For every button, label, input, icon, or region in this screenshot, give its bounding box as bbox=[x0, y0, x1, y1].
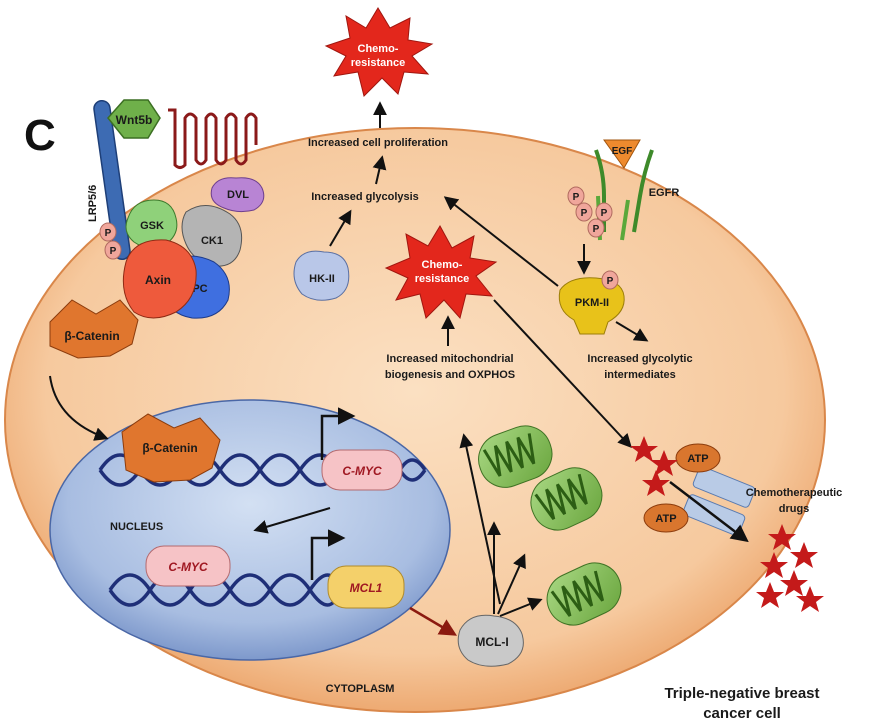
nucleus-label: NUCLEUS bbox=[110, 521, 163, 533]
lrp-receptor: LRP5/6 bbox=[87, 99, 131, 261]
arrow-mcl1-translation bbox=[409, 606, 458, 636]
arrow-pkm2-to-intermediates bbox=[615, 321, 649, 342]
p-egfr-3: P bbox=[595, 202, 613, 222]
svg-text:P: P bbox=[573, 192, 580, 203]
p-lrp-2: P bbox=[104, 240, 122, 260]
arrow-glycolysis-to-prolif bbox=[372, 155, 387, 185]
mitochondrion-2 bbox=[530, 467, 603, 531]
arrow-bcat-translocation bbox=[49, 375, 109, 441]
svg-text:P: P bbox=[110, 246, 117, 257]
svg-text:β-Catenin: β-Catenin bbox=[64, 329, 119, 343]
svg-text:P: P bbox=[593, 224, 600, 235]
svg-text:HK-II: HK-II bbox=[309, 273, 335, 285]
svg-text:ATP: ATP bbox=[687, 453, 708, 465]
atp-2: ATP bbox=[643, 503, 689, 533]
svg-text:C-MYC: C-MYC bbox=[168, 560, 208, 574]
glycolytic-intermediates-line1: Increased glycolytic bbox=[587, 353, 692, 365]
svg-text:resistance: resistance bbox=[351, 57, 405, 69]
arrow-hk2-to-glycolysis bbox=[329, 209, 352, 247]
cytoplasm-label: CYTOPLASM bbox=[326, 683, 395, 695]
wnt5b-ligand: Wnt5b bbox=[107, 99, 161, 139]
axin-protein: Axin bbox=[122, 239, 197, 319]
svg-text:MCL1: MCL1 bbox=[350, 581, 383, 595]
svg-text:Axin: Axin bbox=[145, 273, 171, 287]
diagram-title-line1: Triple-negative breast bbox=[664, 685, 819, 702]
svg-text:P: P bbox=[105, 228, 112, 239]
drug-stars-outside bbox=[756, 524, 824, 612]
svg-text:DVL: DVL bbox=[227, 189, 249, 201]
svg-text:P: P bbox=[581, 208, 588, 219]
lrp-label: LRP5/6 bbox=[87, 185, 99, 222]
beta-catenin-nucleus: β-Catenin bbox=[121, 413, 221, 483]
drug-stars-inside bbox=[630, 436, 678, 496]
svg-text:MCL-I: MCL-I bbox=[475, 635, 508, 649]
svg-text:ATP: ATP bbox=[655, 513, 676, 525]
glycolysis-label: Increased glycolysis bbox=[311, 191, 419, 203]
chemo-drugs-line1: Chemotherapeutic bbox=[746, 487, 843, 499]
p-egfr-2: P bbox=[575, 202, 593, 222]
mito-biogenesis-line1: Increased mitochondrial bbox=[386, 353, 513, 365]
arrow-drug-efflux bbox=[669, 481, 749, 543]
svg-text:PKM-II: PKM-II bbox=[575, 297, 609, 309]
beta-catenin-cytoplasm: β-Catenin bbox=[49, 299, 139, 359]
mcl1-protein: MCL-I bbox=[457, 614, 524, 667]
arrow-pkm2-to-glycolysis bbox=[443, 196, 559, 287]
arrow-chemo-to-efflux bbox=[493, 299, 632, 449]
svg-text:P: P bbox=[607, 276, 614, 287]
svg-text:Chemo-: Chemo- bbox=[358, 43, 399, 55]
cmyc-gene: C-MYC bbox=[321, 449, 403, 491]
svg-text:β-Catenin: β-Catenin bbox=[142, 441, 197, 455]
svg-text:EGF: EGF bbox=[612, 146, 633, 157]
proliferation-label: Increased cell proliferation bbox=[308, 137, 448, 149]
mitochondrion-1 bbox=[478, 425, 553, 488]
svg-text:Wnt5b: Wnt5b bbox=[116, 113, 153, 127]
chemo-drugs-line2: drugs bbox=[779, 503, 810, 515]
p-egfr-1: P bbox=[567, 186, 585, 206]
arrows-mcl1-to-mito bbox=[459, 433, 543, 617]
glycolytic-intermediates-line2: intermediates bbox=[604, 369, 676, 381]
promoter-arrow-lower bbox=[310, 529, 346, 580]
mito-biogenesis-line2: biogenesis and OXPHOS bbox=[385, 369, 515, 381]
p-egfr-4: P bbox=[587, 218, 605, 238]
dna-strand-lower bbox=[108, 573, 342, 607]
svg-text:C-MYC: C-MYC bbox=[342, 464, 382, 478]
mitochondrion-3 bbox=[546, 562, 622, 626]
svg-text:P: P bbox=[601, 208, 608, 219]
cmyc-protein: C-MYC bbox=[145, 545, 231, 587]
egf-ligand: EGF bbox=[603, 139, 641, 169]
svg-text:Chemo-: Chemo- bbox=[422, 259, 463, 271]
p-pkm2: P bbox=[601, 270, 619, 290]
svg-text:GSK: GSK bbox=[140, 220, 164, 232]
chemoresistance-burst-top: Chemo- resistance bbox=[324, 7, 434, 97]
panel-letter: C bbox=[24, 111, 56, 160]
chemoresistance-burst-inner: Chemo- resistance bbox=[384, 224, 498, 320]
promoter-arrow-upper bbox=[320, 407, 356, 460]
gsk-protein: GSK bbox=[125, 199, 178, 248]
arrow-cmyc-translation bbox=[253, 507, 331, 534]
dvl-protein: DVL bbox=[210, 177, 265, 213]
atp-1: ATP bbox=[675, 443, 721, 473]
pkm2-protein: PKM-II bbox=[558, 277, 625, 335]
p-lrp-1: P bbox=[99, 222, 117, 242]
hk2-protein: HK-II bbox=[293, 250, 350, 301]
egfr-label: EGFR bbox=[649, 187, 680, 199]
svg-text:resistance: resistance bbox=[415, 273, 469, 285]
diagram-title-line2: cancer cell bbox=[703, 705, 781, 722]
frizzled-receptor bbox=[168, 108, 258, 169]
svg-text:CK1: CK1 bbox=[201, 235, 223, 247]
ck1-protein: CK1 bbox=[181, 205, 243, 267]
mcl1-gene: MCL1 bbox=[327, 565, 405, 609]
